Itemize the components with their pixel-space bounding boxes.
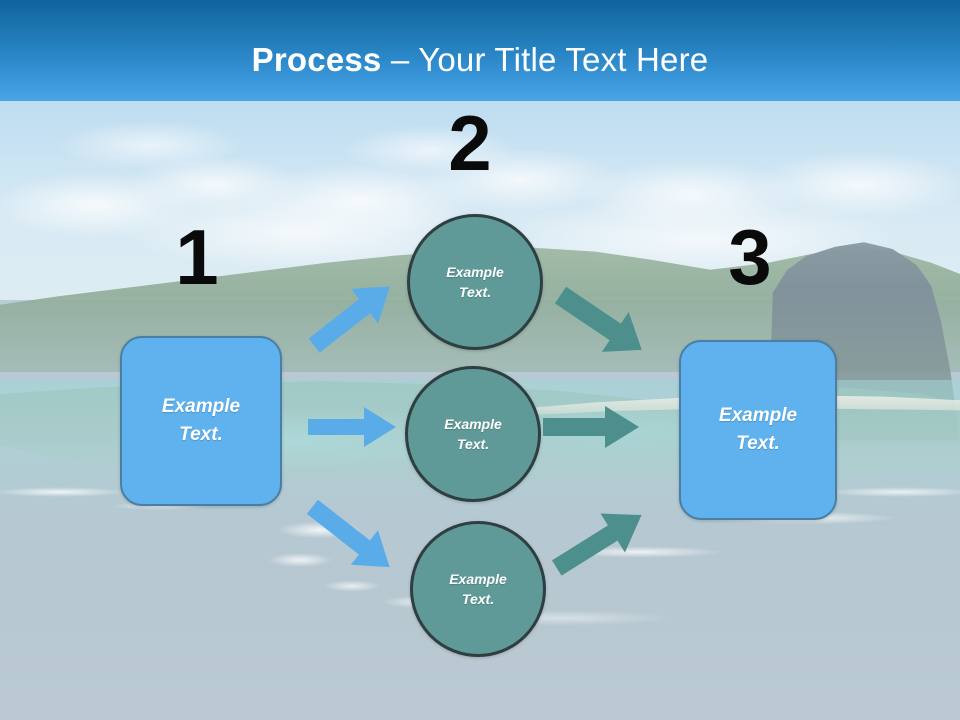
process-circle-top-label: Example Text. bbox=[446, 262, 504, 303]
slide-title-bar: Process – Your Title Text Here bbox=[0, 0, 960, 101]
arrow-start-to-bottom-circle-icon bbox=[296, 496, 406, 578]
step-number-1: 1 bbox=[175, 213, 219, 301]
page-title: Process – Your Title Text Here bbox=[252, 23, 709, 79]
process-circle-bottom[interactable]: Example Text. bbox=[410, 521, 546, 657]
label-line-2: Text. bbox=[458, 284, 492, 300]
label-line-2: Text. bbox=[456, 436, 490, 452]
label-line-1: Example bbox=[161, 396, 241, 418]
process-circle-middle-label: Example Text. bbox=[444, 414, 502, 455]
label-line-1: Example bbox=[718, 405, 798, 427]
process-box-end-label: Example Text. bbox=[719, 402, 797, 457]
arrow-bottom-circle-to-end-icon bbox=[545, 500, 655, 582]
label-line-1: Example bbox=[444, 415, 502, 432]
arrow-middle-circle-to-end-icon bbox=[541, 404, 641, 450]
step-number-2: 2 bbox=[448, 99, 492, 187]
title-light-part: Your Title Text Here bbox=[418, 40, 709, 78]
title-separator: – bbox=[381, 40, 419, 78]
process-box-end[interactable]: Example Text. bbox=[679, 340, 837, 520]
label-line-2: Text. bbox=[736, 433, 780, 454]
process-circle-top[interactable]: Example Text. bbox=[407, 214, 543, 350]
arrow-top-circle-to-end-icon bbox=[548, 282, 656, 364]
step-number-3: 3 bbox=[728, 213, 772, 301]
arrow-start-to-top-circle-icon bbox=[300, 276, 404, 356]
label-line-1: Example bbox=[449, 570, 507, 587]
label-line-2: Text. bbox=[461, 591, 495, 607]
process-box-start-label: Example Text. bbox=[162, 393, 240, 448]
title-bold-part: Process bbox=[251, 40, 382, 78]
label-line-1: Example bbox=[446, 263, 504, 280]
process-circle-bottom-label: Example Text. bbox=[449, 569, 507, 610]
arrow-start-to-middle-circle-icon bbox=[306, 404, 398, 450]
process-box-start[interactable]: Example Text. bbox=[120, 336, 282, 506]
label-line-2: Text. bbox=[179, 424, 223, 445]
process-circle-middle[interactable]: Example Text. bbox=[405, 366, 541, 502]
